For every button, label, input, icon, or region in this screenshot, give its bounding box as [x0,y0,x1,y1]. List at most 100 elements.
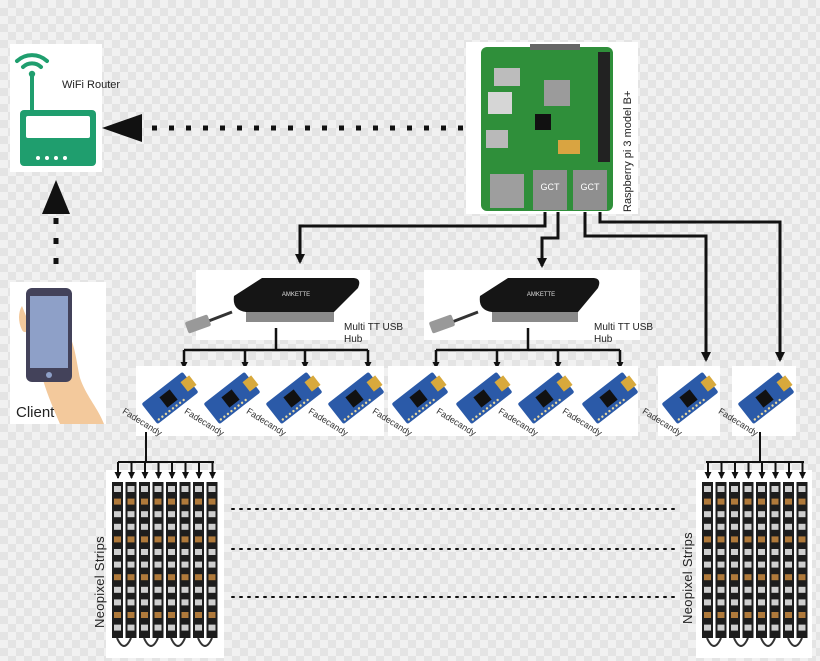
led-pixel [785,523,792,530]
led-pixel [704,536,711,543]
neopixel-strip [796,482,808,638]
usb-port-label-right: GCT [581,182,601,192]
strip-wire-loop [760,637,776,647]
led-pixel [114,612,121,618]
led-pixel [168,574,175,581]
led-pixel [717,599,725,606]
led-pixel [181,498,189,505]
strip-panel [106,470,224,658]
led-pixel [798,599,806,606]
led-pixel [744,498,752,505]
led-pixel [798,549,806,555]
led-pixel [798,511,806,518]
router-label: WiFi Router [62,79,121,91]
led-pixel [771,549,779,555]
led-pixel [798,561,806,568]
led-pixel [731,599,738,606]
led-pixel [758,624,765,631]
led-pixel [785,574,792,581]
led-pixel [114,561,121,568]
led-pixel [744,612,752,618]
led-pixel [154,536,162,543]
fadecandy-board [142,372,198,424]
led-pixel [717,586,725,593]
strip-wire-loop [116,637,132,647]
strip-label-left: Neopixel Strips [92,536,107,628]
led-pixel [771,511,779,518]
led-pixel [717,511,725,518]
led-pixel [785,561,792,568]
hub1-fanout [180,328,372,369]
led-pixel [127,586,135,593]
led-pixel [704,486,711,492]
led-pixel [798,523,806,530]
led-pixel [785,498,792,505]
led-pixel [208,536,216,543]
fadecandy-board [456,372,512,424]
led-pixel [154,561,162,568]
led-pixel [771,561,779,568]
arrowhead-router-icon [102,114,142,142]
led-pixel [785,549,792,555]
led-pixel [771,624,779,631]
led-pixel [181,599,189,606]
led-pixel [181,612,189,618]
led-pixel [744,624,752,631]
led-pixel [744,523,752,530]
led-pixel [785,612,792,618]
neopixel-strips [106,462,812,658]
led-pixel [168,498,175,505]
fadecandy-board [204,372,260,424]
led-pixel [168,486,175,492]
fadecandy-boards [136,366,796,436]
led-pixel [195,612,202,618]
rpi-usb-connections [295,212,785,362]
led-pixel [771,574,779,581]
hub2-fanout [432,328,624,369]
led-pixel [744,599,752,606]
led-pixel [114,511,121,518]
strip-label-right: Neopixel Strips [680,532,695,624]
led-pixel [798,612,806,618]
neopixel-strip [206,482,218,638]
led-pixel [208,599,216,606]
led-pixel [208,561,216,568]
led-pixel [744,511,752,518]
led-pixel [141,586,148,593]
neopixel-strip [179,482,191,638]
led-pixel [208,612,216,618]
led-pixel [731,612,738,618]
led-pixel [731,511,738,518]
fadecandy-board [518,372,574,424]
led-pixel [154,498,162,505]
led-pixel [704,511,711,518]
led-pixel [798,586,806,593]
neopixel-strip [166,482,177,638]
led-pixel [798,486,806,492]
led-pixel [195,549,202,555]
neopixel-strip [193,482,204,638]
fadecandy-board [266,372,322,424]
led-pixel [731,586,738,593]
led-pixel [731,549,738,555]
led-pixel [208,586,216,593]
led-pixel [168,511,175,518]
led-pixel [731,624,738,631]
led-pixel [127,549,135,555]
led-pixel [181,486,189,492]
led-pixel [195,561,202,568]
led-pixel [141,511,148,518]
led-pixel [127,599,135,606]
neopixel-strip [715,482,727,638]
strip-wire-loop [170,637,186,647]
strip-wire-loop [143,637,159,647]
neopixel-strip [152,482,164,638]
led-pixel [168,586,175,593]
led-pixel [717,624,725,631]
hub-brand: AMKETTE [282,292,310,298]
led-pixel [154,586,162,593]
led-pixel [208,498,216,505]
led-pixel [744,486,752,492]
led-pixel [758,523,765,530]
led-pixel [127,498,135,505]
